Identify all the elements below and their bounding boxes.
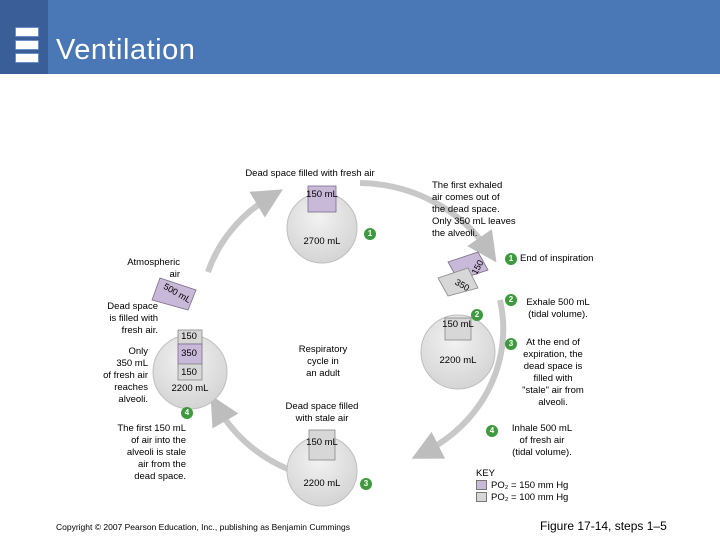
left-step-note: The first 150 mL of air into the alveoli…	[117, 423, 186, 482]
step-1-text: End of inspiration	[520, 253, 594, 264]
alveoli-left	[152, 329, 228, 410]
header-bar: Ventilation	[0, 0, 720, 74]
left-dead-space-note: Dead space is filled with fresh air.	[107, 301, 158, 336]
center-cycle-label: Respiratory cycle in an adult	[298, 344, 348, 379]
key-stale-row: PO₂ = 100 mm Hg	[476, 492, 596, 504]
right-alveoli-volume: 2200 mL	[439, 355, 477, 366]
key-fresh-label: PO₂ = 150 mm Hg	[491, 480, 569, 491]
bottom-caption: Dead space filled with stale air	[285, 401, 359, 424]
stale-air-swatch	[476, 492, 487, 503]
fresh-air-swatch	[476, 480, 487, 491]
step-1-badge: 1	[505, 253, 517, 265]
step-4-text: Inhale 500 mL of fresh air (tidal volume…	[511, 423, 573, 458]
top-caption: Dead space filled with fresh air	[245, 168, 375, 179]
cycle-arrows	[205, 180, 507, 473]
left-fresh-volume: 350	[181, 348, 197, 359]
top-dead-space-volume: 150 mL	[306, 189, 338, 200]
top-note: The first exhaled air comes out of the d…	[432, 180, 516, 239]
diagram-step-3-badge: 3	[360, 478, 372, 490]
copyright-notice: Copyright © 2007 Pearson Education, Inc.…	[56, 522, 351, 532]
alveoli-right	[420, 314, 496, 390]
key-stale-label: PO₂ = 100 mm Hg	[491, 492, 569, 503]
key-fresh-row: PO₂ = 150 mm Hg	[476, 480, 596, 492]
atmospheric-air-label: Atmospheric air	[127, 257, 180, 280]
left-dead-space-volume: 150	[181, 331, 197, 342]
alveoli-bottom	[286, 429, 358, 507]
left-fresh-note: Only 350 mL of fresh air reaches alveoli…	[103, 346, 148, 405]
cycle-arrow-right-bottom	[411, 299, 507, 459]
figure-caption: Figure 17-14, steps 1–5	[540, 519, 667, 533]
tidal-band-right-stale	[437, 267, 479, 297]
step-3-text: At the end of expiration, the dead space…	[522, 337, 584, 408]
key-legend: KEY PO₂ = 150 mm Hg PO₂ = 100 mm Hg	[476, 468, 596, 504]
diagram-step-1-badge: 1	[364, 228, 376, 240]
cycle-arrow-bottom-left	[210, 395, 292, 473]
tidal-band-left	[151, 277, 197, 311]
step-2-text: Exhale 500 mL (tidal volume).	[526, 297, 590, 320]
step-3-badge: 3	[505, 338, 517, 350]
diagram-step-2-badge: 2	[471, 309, 483, 321]
step-4-badge: 4	[486, 425, 498, 437]
left-stale-volume: 150	[181, 367, 197, 378]
alveoli-top	[286, 185, 358, 264]
slide-title: Ventilation	[56, 34, 196, 66]
bottom-dead-space-volume: 150 mL	[306, 437, 338, 448]
left-alveoli-volume: 2200 mL	[171, 383, 209, 394]
key-title: KEY	[476, 468, 496, 479]
diagram-step-4-badge: 4	[181, 407, 193, 419]
cycle-arrow-left-top	[205, 189, 283, 273]
bottom-alveoli-volume: 2200 mL	[303, 478, 341, 489]
step-2-badge: 2	[505, 294, 517, 306]
slide-list-icon	[0, 0, 48, 74]
cycle-arrow-top-right	[359, 180, 497, 263]
top-alveoli-volume: 2700 mL	[303, 236, 341, 247]
right-dead-space-volume: 150 mL	[442, 319, 474, 330]
